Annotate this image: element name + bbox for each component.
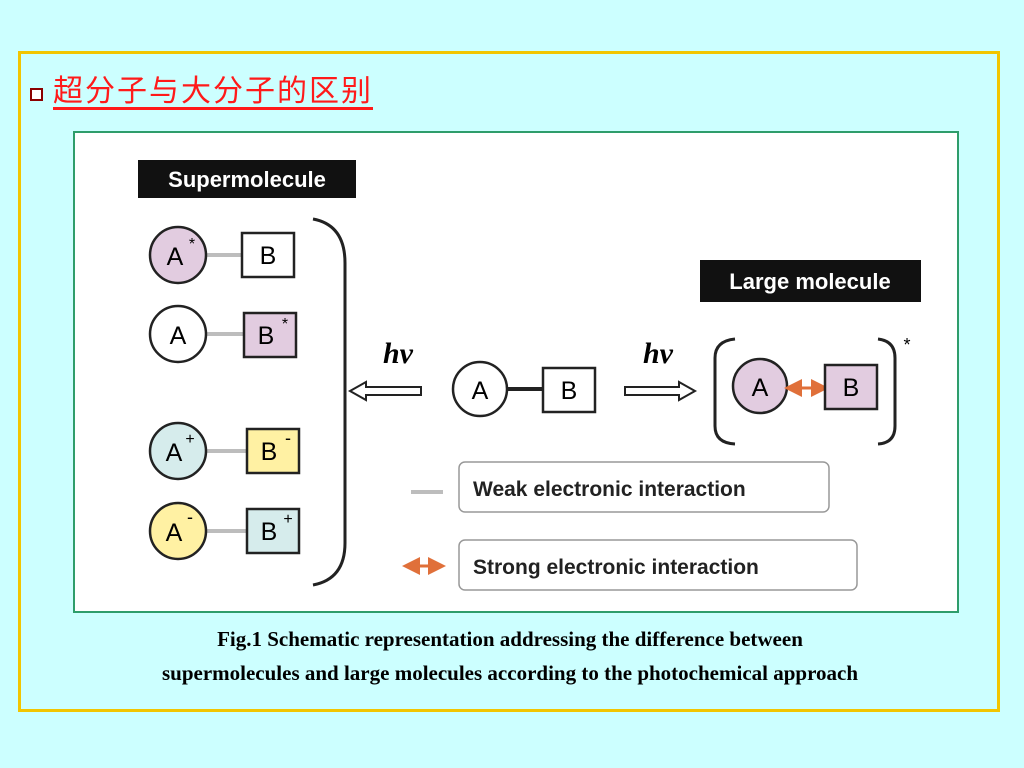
bullet-square-icon [30, 87, 43, 101]
pair-charge-transfer-2: A - B + [148, 501, 301, 561]
pair-4-b-sup: + [283, 511, 292, 528]
pair-3-b-sup: - [285, 428, 291, 448]
pair-1-a-sup: * [189, 236, 195, 253]
large-molecule-bracket-left [713, 337, 736, 446]
pair-2-a-label: A [170, 322, 187, 350]
supermolecule-vs-large-molecule-diagram: Supermolecule A * B A B * A + B - [138, 160, 921, 591]
legend-weak-box [458, 461, 830, 513]
caption-line-2: supermolecules and large molecules accor… [161, 661, 859, 685]
figure-panel: Supermolecule A * B A B * A + B - [73, 131, 959, 613]
supermolecule-bracket [312, 217, 347, 587]
pair-4-b-label: B [261, 518, 278, 546]
arrow-right-icon [624, 380, 698, 402]
excited-a-label: A [752, 374, 769, 402]
pair-3-a-label: A [166, 439, 183, 467]
large-molecule-bracket-right [877, 337, 897, 446]
pair-2-b-label: B [258, 322, 275, 350]
legend-weak-label: Weak electronic interaction [473, 478, 746, 501]
supermolecule-label-bg [138, 160, 356, 198]
slide-frame [18, 51, 1000, 712]
slide-title: 超分子与大分子的区别 [53, 74, 373, 109]
caption-line-1: Fig.1 Schematic representation addressin… [217, 627, 803, 651]
pair-1-b-label: B [260, 242, 277, 270]
hv-left-label: hν [383, 337, 414, 370]
pair-4-a-label: A [166, 519, 183, 547]
large-molecule-label: Large molecule [729, 269, 890, 294]
figure-caption: Fig.1 Schematic representation addressin… [22, 622, 998, 690]
excited-b-label: B [843, 374, 860, 402]
pair-4-a-sup: - [187, 507, 193, 527]
hv-right-label: hν [643, 337, 674, 370]
ground-state-molecule: A B [451, 360, 597, 418]
center-a-label: A [472, 377, 489, 405]
excited-large-molecule: A B [731, 357, 879, 415]
pair-2-b-sup: * [282, 316, 288, 333]
pair-1-a-label: A [167, 243, 184, 271]
title-row: 超分子与大分子的区别 [30, 72, 373, 112]
supermolecule-label: Supermolecule [168, 167, 326, 192]
excited-star: * [903, 335, 910, 355]
pair-charge-transfer-1: A + B - [148, 421, 301, 481]
arrow-left-icon [347, 380, 422, 402]
large-molecule-label-bg [700, 260, 921, 302]
legend-strong-box [458, 539, 858, 591]
pair-excited-a: A * B [148, 225, 296, 285]
pair-excited-b: A B * [148, 304, 298, 364]
pair-3-b-label: B [261, 438, 278, 466]
legend-strong-label: Strong electronic interaction [473, 556, 759, 579]
center-b-label: B [561, 377, 578, 405]
pair-3-a-sup: + [185, 431, 194, 448]
